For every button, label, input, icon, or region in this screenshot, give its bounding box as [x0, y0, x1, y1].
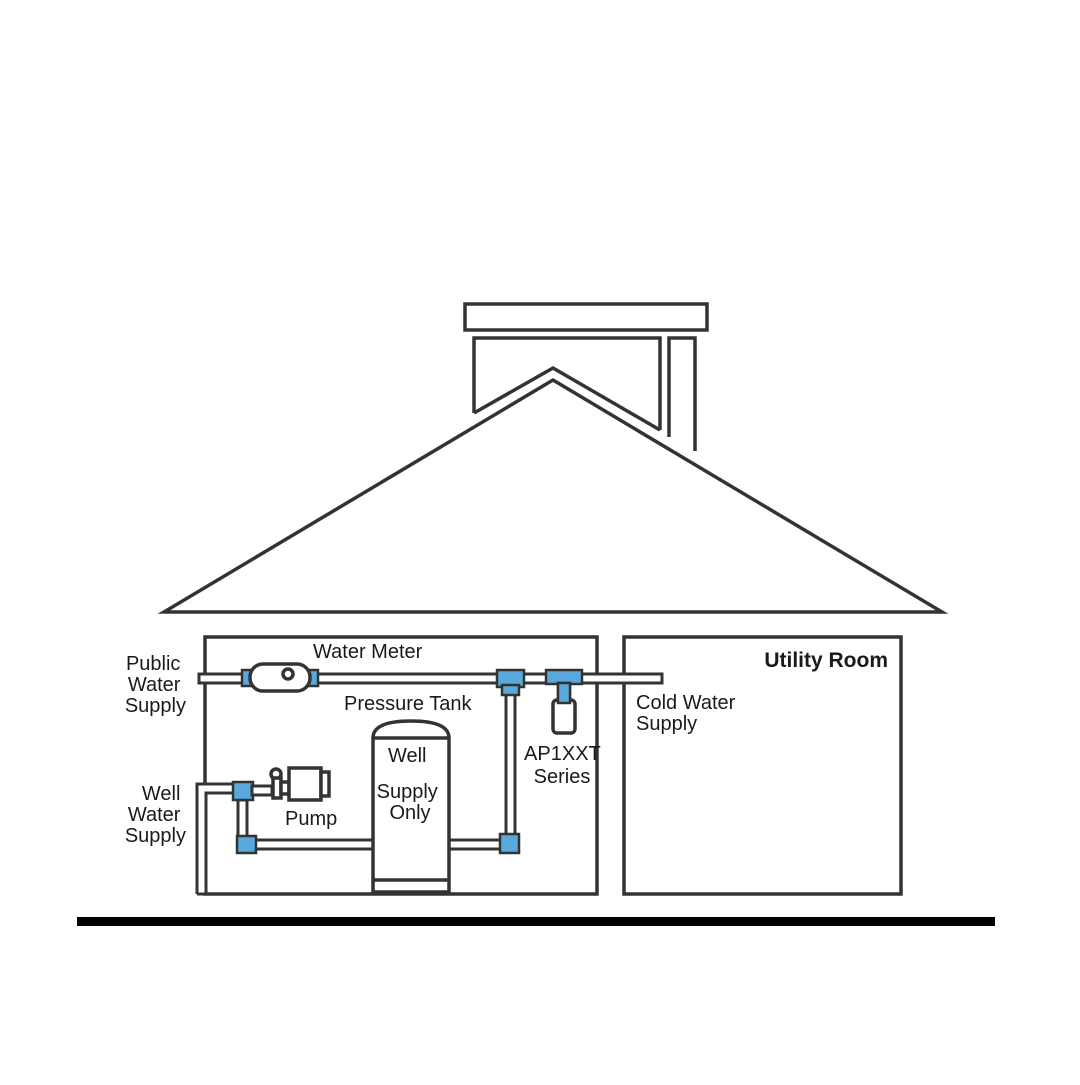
well-vertical-pipe — [236, 798, 249, 839]
well-tee-fitting — [231, 780, 255, 802]
filter-model-label: AP1XXT Series — [524, 743, 606, 788]
meter-body — [248, 662, 312, 693]
riser-tee-fitting — [495, 668, 526, 697]
filter-housing — [551, 698, 577, 735]
pump-inlet-pipe — [250, 784, 274, 797]
riser-tee-stem — [500, 683, 521, 697]
pump-motor-cap — [319, 770, 331, 798]
pressure-tank-label: Pressure Tank — [344, 693, 472, 715]
main-supply-pipe — [197, 672, 664, 685]
pressure-tank — [371, 719, 451, 894]
pump-motor — [287, 766, 323, 802]
roof — [157, 365, 949, 614]
utility-room-label: Utility Room — [764, 649, 888, 672]
meter-dial — [281, 667, 295, 681]
water-meter — [240, 662, 320, 693]
pump — [250, 766, 331, 802]
riser-pipe — [504, 688, 517, 842]
cold-water-supply-label: Cold Water Supply — [636, 692, 741, 735]
tank-to-riser-pipe — [445, 838, 505, 851]
roof-ridge-line — [473, 365, 661, 432]
chimney — [463, 302, 709, 451]
public-water-supply-label: Public Water Supply — [125, 653, 186, 717]
utility-room — [622, 635, 903, 896]
pump-label: Pump — [285, 808, 337, 830]
chimney-cap — [463, 302, 709, 332]
chimney-body — [472, 336, 662, 430]
water-meter-label: Water Meter — [313, 641, 423, 663]
well-supply-pipe — [195, 782, 238, 896]
well-supply-only-label: Well Supply Only — [377, 745, 444, 824]
ground-line — [77, 917, 995, 926]
chimney-flue — [667, 336, 697, 451]
riser-elbow-fitting — [498, 832, 521, 855]
filter-inlet — [556, 681, 572, 705]
well-water-supply-label: Well Water Supply — [125, 783, 186, 847]
pump-to-tank-pipe — [250, 838, 376, 851]
well-elbow-fitting — [235, 834, 258, 855]
main-room — [203, 635, 599, 896]
tank-body — [371, 719, 451, 894]
roof-outline — [157, 377, 949, 614]
